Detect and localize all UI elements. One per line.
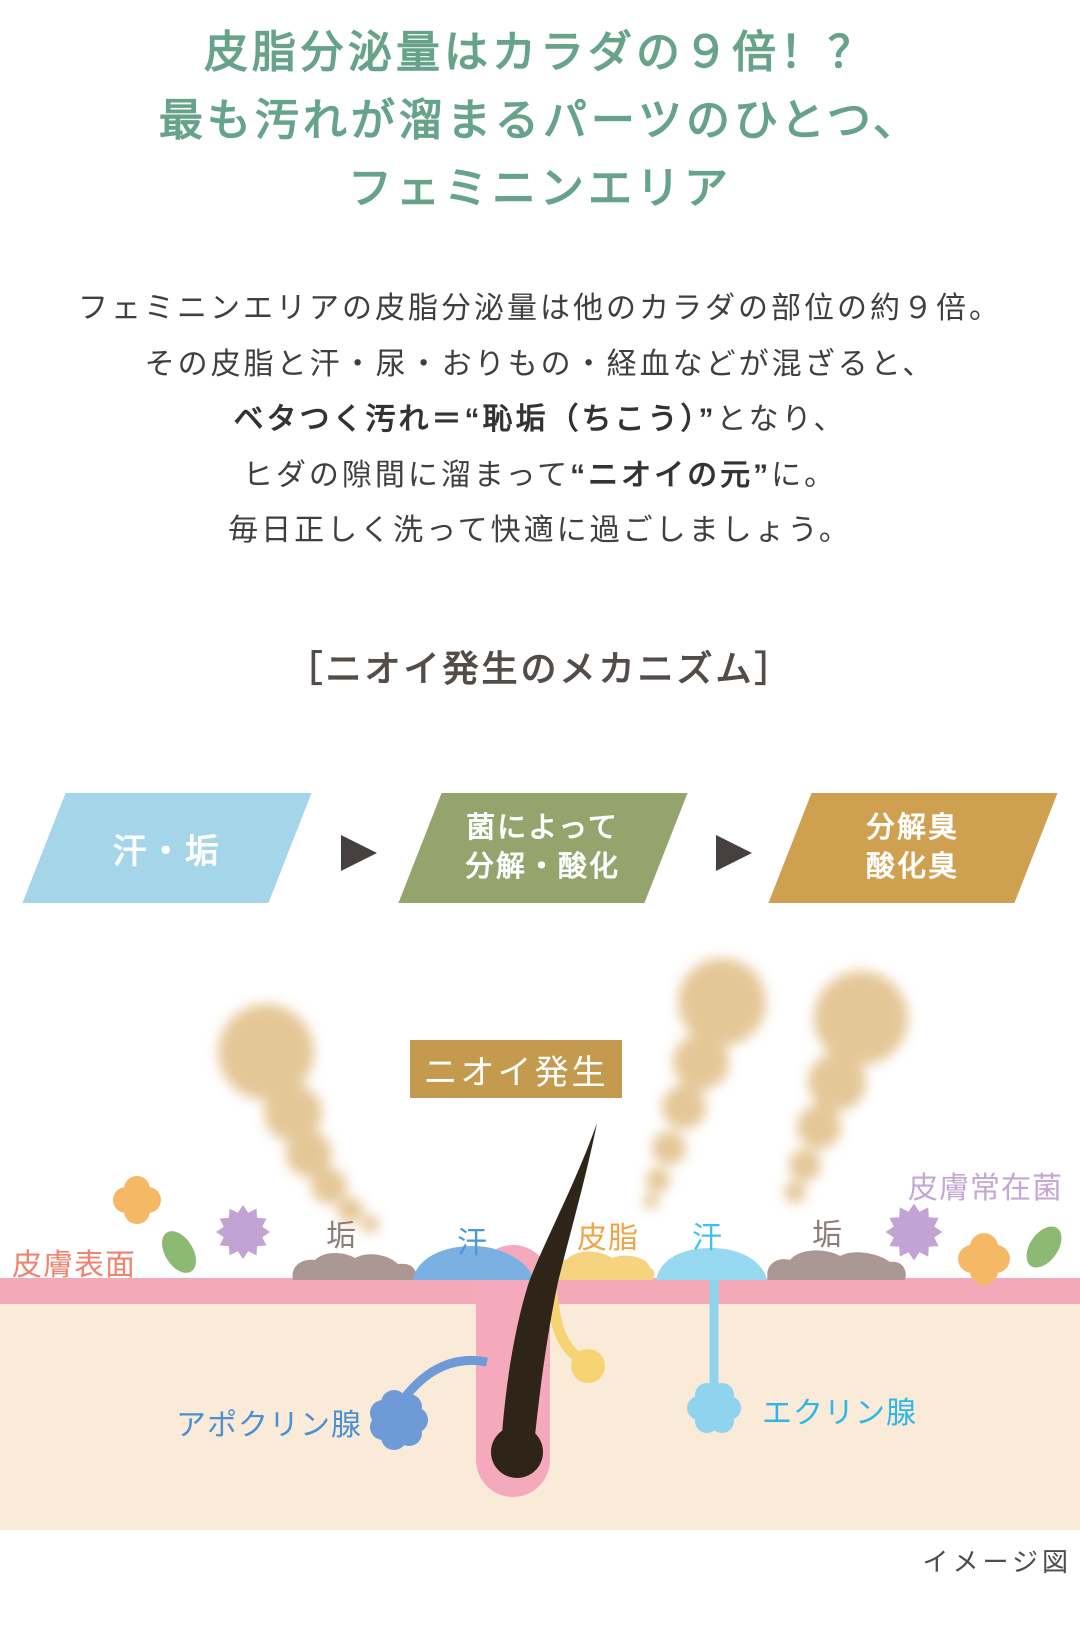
label-apocrine-gland: アポクリン腺 (176, 1409, 362, 1442)
eccrine-gland-icon (687, 1383, 741, 1433)
intro-line-1: フェミニンエリアの皮脂分泌量は他のカラダの部位の約９倍。 (78, 292, 1002, 325)
skin-diagram-svg (0, 958, 1080, 1530)
label-sweat-left: 汗 (457, 1227, 488, 1260)
apocrine-duct-icon (399, 1355, 488, 1403)
flow-step-sweat-dirt-label: 汗・垢 (113, 832, 221, 871)
odor-badge: ニオイ発生 (410, 1040, 622, 1098)
page-title-line-3: フェミニンエリア (348, 164, 732, 213)
flow-step-bacteria-label: 菌によって 分解・酸化 (465, 812, 621, 883)
flow-step-bacteria: 菌によって 分解・酸化 (398, 793, 688, 903)
intro-line-4-bold: “ニオイの元” (570, 458, 772, 492)
mechanism-section-title: ［ニオイ発生のメカニズム］ (286, 648, 794, 689)
label-sweat-right: 汗 (692, 1222, 723, 1255)
apocrine-gland-icon (370, 1390, 428, 1450)
label-skin-flora: 皮膚常在菌 (908, 1172, 1063, 1205)
intro-line-4-post: に。 (771, 458, 838, 492)
label-sebum: 皮脂 (577, 1222, 639, 1255)
intro-paragraph: フェミニンエリアの皮脂分泌量は他のカラダの部位の約９倍。 その皮脂と汗・尿・おり… (0, 281, 1080, 559)
intro-line-5: 毎日正しく洗って快適に過ごしましょう。 (228, 514, 852, 547)
label-dirt-left: 垢 (326, 1220, 357, 1253)
flow-step-odor-label: 分解臭 酸化臭 (866, 812, 960, 883)
label-eccrine-gland: エクリン腺 (762, 1397, 917, 1430)
intro-line-2: その皮脂と汗・尿・おりもの・経血などが混ざると、 (144, 347, 936, 381)
dirt-blob-icon (767, 1250, 906, 1280)
sebaceous-gland-icon (571, 1349, 605, 1383)
sweat-dome-icon (656, 1248, 767, 1280)
intro-line-3-rest: となり、 (716, 403, 847, 436)
page-title: 皮脂分泌量はカラダの９倍！？ 最も汚れが溜まるパーツのひとつ、 フェミニンエリア (0, 19, 1080, 223)
intro-line-4-pre: ヒダの隙間に溜まって (242, 458, 571, 492)
flow-step-sweat-dirt: 汗・垢 (22, 793, 312, 903)
smoke-plume-icon (784, 971, 908, 1203)
bacteria-clover-icon (958, 1233, 1010, 1285)
bacteria-rod-icon (154, 1225, 204, 1279)
hair-icon (491, 1123, 597, 1478)
label-skin-surface: 皮膚表面 (12, 1249, 136, 1282)
flow-arrow-icon (341, 835, 377, 871)
sweat-dome-icon (413, 1246, 534, 1280)
dirt-blob-icon (292, 1253, 417, 1280)
smoke-plume-icon (643, 958, 766, 1209)
odor-mechanism-flow: 汗・垢 菌によって 分解・酸化 分解臭 酸化臭 (0, 790, 1080, 908)
intro-line-3: ベタつく汚れ＝“恥垢（ちこう）”となり、 (0, 392, 1080, 448)
bacteria-rod-icon (1019, 1220, 1069, 1274)
intro-line-3-bold: ベタつく汚れ＝“恥垢（ちこう）” (233, 403, 717, 436)
bacteria-star-icon (216, 1205, 270, 1259)
image-caption: イメージ図 (922, 1547, 1072, 1577)
smoke-plume-icon (218, 1004, 379, 1233)
bacteria-star-icon (885, 1203, 943, 1261)
intro-line-4: ヒダの隙間に溜まって“ニオイの元”に。 (0, 448, 1080, 504)
label-dirt-right: 垢 (812, 1219, 843, 1252)
flow-arrow-icon (716, 835, 752, 871)
flow-step-odor: 分解臭 酸化臭 (768, 793, 1058, 903)
page-title-line-1: 皮脂分泌量はカラダの９倍！？ (204, 28, 876, 77)
skin-diagram: ニオイ発生 皮膚表面 垢 汗 皮脂 汗 垢 皮膚常在菌 アポクリン腺 エクリン腺… (0, 930, 1080, 1625)
bacteria-clover-icon (113, 1176, 161, 1224)
page-title-line-2: 最も汚れが溜まるパーツのひとつ、 (158, 96, 922, 145)
sebum-blob-icon (546, 1251, 655, 1280)
